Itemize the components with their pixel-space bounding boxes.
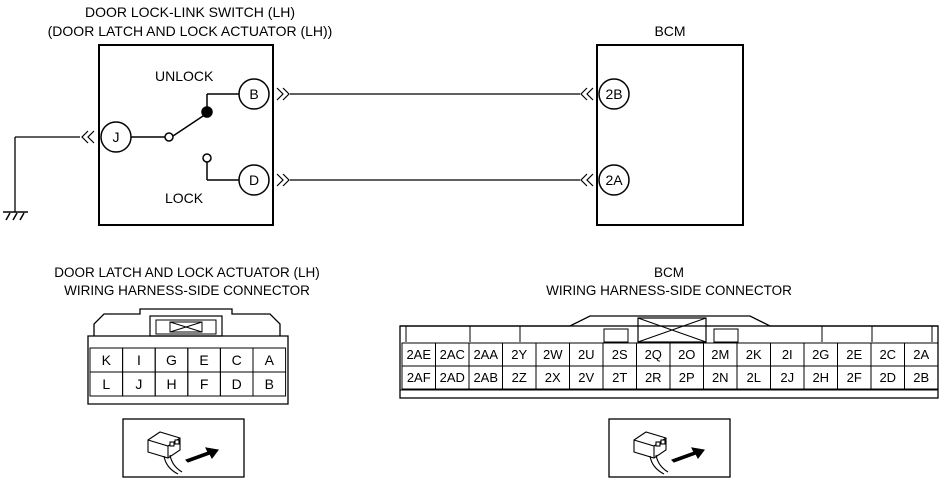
actuator-connector-pin-label: D <box>232 376 242 392</box>
unlock-label: UNLOCK <box>155 68 214 84</box>
actuator-connector-view-icon <box>122 418 245 478</box>
switch-contact <box>131 93 239 181</box>
bcm-connector-pin-label: 2Z <box>512 370 527 385</box>
connector-chevrons <box>81 87 594 187</box>
bcm-connector-pin-label: 2AB <box>473 370 498 385</box>
bcm-connector-pin-label: 2AD <box>440 370 465 385</box>
bcm-connector-pin-label: 2J <box>780 370 794 385</box>
actuator-connector-pin-label: B <box>265 376 274 392</box>
bcm-connector-title-1: BCM <box>654 265 684 280</box>
actuator-connector-title-2: WIRING HARNESS-SIDE CONNECTOR <box>64 283 310 298</box>
bcm-connector-pin-label: 2X <box>545 370 561 385</box>
bcm-connector-pin-label: 2A <box>913 347 929 362</box>
actuator-connector-pin-label: L <box>102 376 110 392</box>
bcm-pin-2a-label: 2A <box>605 172 623 188</box>
lock-label: LOCK <box>165 190 204 206</box>
bcm-title: BCM <box>654 23 685 39</box>
bcm-connector-pin-label: 2U <box>578 347 595 362</box>
actuator-connector-pin-label: F <box>200 376 209 392</box>
bcm-connector-pin-label: 2AA <box>473 347 498 362</box>
bcm-connector-pin-label: 2AF <box>407 370 431 385</box>
switch-box <box>98 44 274 226</box>
bcm-connector-pin-label: 2T <box>612 370 627 385</box>
bcm-connector-pin-label: 2V <box>578 370 594 385</box>
bcm-connector-cavity <box>904 365 939 390</box>
bcm-connector: 2AE 2AC 2AA 2Y 2W 2U 2S 2Q 2O 2M 2K 2I 2G 2E 2C 2A 2AF 2A… <box>399 315 939 399</box>
bcm-box <box>596 44 744 226</box>
switch-pin-b-label: B <box>249 86 258 102</box>
bcm-connector-pin-label: 2L <box>747 370 761 385</box>
actuator-connector: K I G E C A L J H F D B <box>87 308 289 405</box>
bcm-connector-pin-label: 2AC <box>440 347 465 362</box>
actuator-connector-pin-label: E <box>199 352 208 368</box>
bcm-connector-pin-label: 2AE <box>406 347 431 362</box>
ground-icon <box>3 211 28 221</box>
bcm-connector-pin-label: 2M <box>711 347 729 362</box>
bcm-connector-pin-label: 2E <box>846 347 862 362</box>
switch-pin-d-label: D <box>249 172 259 188</box>
wires <box>14 93 580 212</box>
bcm-connector-pin-label: 2F <box>847 370 862 385</box>
actuator-connector-pin-label: H <box>166 376 176 392</box>
bcm-pin-2b-label: 2B <box>605 86 622 102</box>
bcm-connector-pin-label: 2Y <box>511 347 527 362</box>
bcm-connector-view-icon <box>608 418 731 478</box>
actuator-connector-pin-label: A <box>265 352 275 368</box>
bcm-connector-pin-label: 2S <box>612 347 628 362</box>
switch-pin-j-label: J <box>113 129 120 145</box>
actuator-connector-pin-label: I <box>137 352 141 368</box>
bcm-connector-pin-label: 2Q <box>645 347 662 362</box>
actuator-connector-pin-label: J <box>135 376 142 392</box>
bcm-connector-pin-label: 2K <box>746 347 762 362</box>
bcm-connector-pin-label: 2P <box>679 370 695 385</box>
actuator-connector-cavity <box>252 371 287 397</box>
actuator-connector-pin-label: G <box>166 352 177 368</box>
bcm-connector-pin-label: 2N <box>712 370 729 385</box>
actuator-connector-pin-label: K <box>102 352 112 368</box>
actuator-connector-pin-label: C <box>232 352 242 368</box>
bcm-connector-pin-label: 2B <box>913 370 929 385</box>
bcm-connector-pin-label: 2C <box>879 347 896 362</box>
bcm-pin-2b <box>598 78 630 110</box>
bcm-connector-pin-label: 2D <box>879 370 896 385</box>
bcm-connector-title-2: WIRING HARNESS-SIDE CONNECTOR <box>546 283 792 298</box>
bcm-connector-pin-label: 2R <box>645 370 662 385</box>
bcm-connector-pin-label: 2G <box>812 347 829 362</box>
bcm-connector-pin-label: 2O <box>678 347 695 362</box>
bcm-connector-pin-label: 2H <box>812 370 829 385</box>
actuator-connector-title-1: DOOR LATCH AND LOCK ACTUATOR (LH) <box>54 265 320 280</box>
switch-title-line-1: DOOR LOCK-LINK SWITCH (LH) <box>85 4 295 20</box>
bcm-pin-2a <box>598 164 630 196</box>
bcm-connector-pin-label: 2I <box>782 347 793 362</box>
switch-title-line-2: (DOOR LATCH AND LOCK ACTUATOR (LH)) <box>48 23 333 39</box>
bcm-connector-pin-label: 2W <box>543 347 563 362</box>
